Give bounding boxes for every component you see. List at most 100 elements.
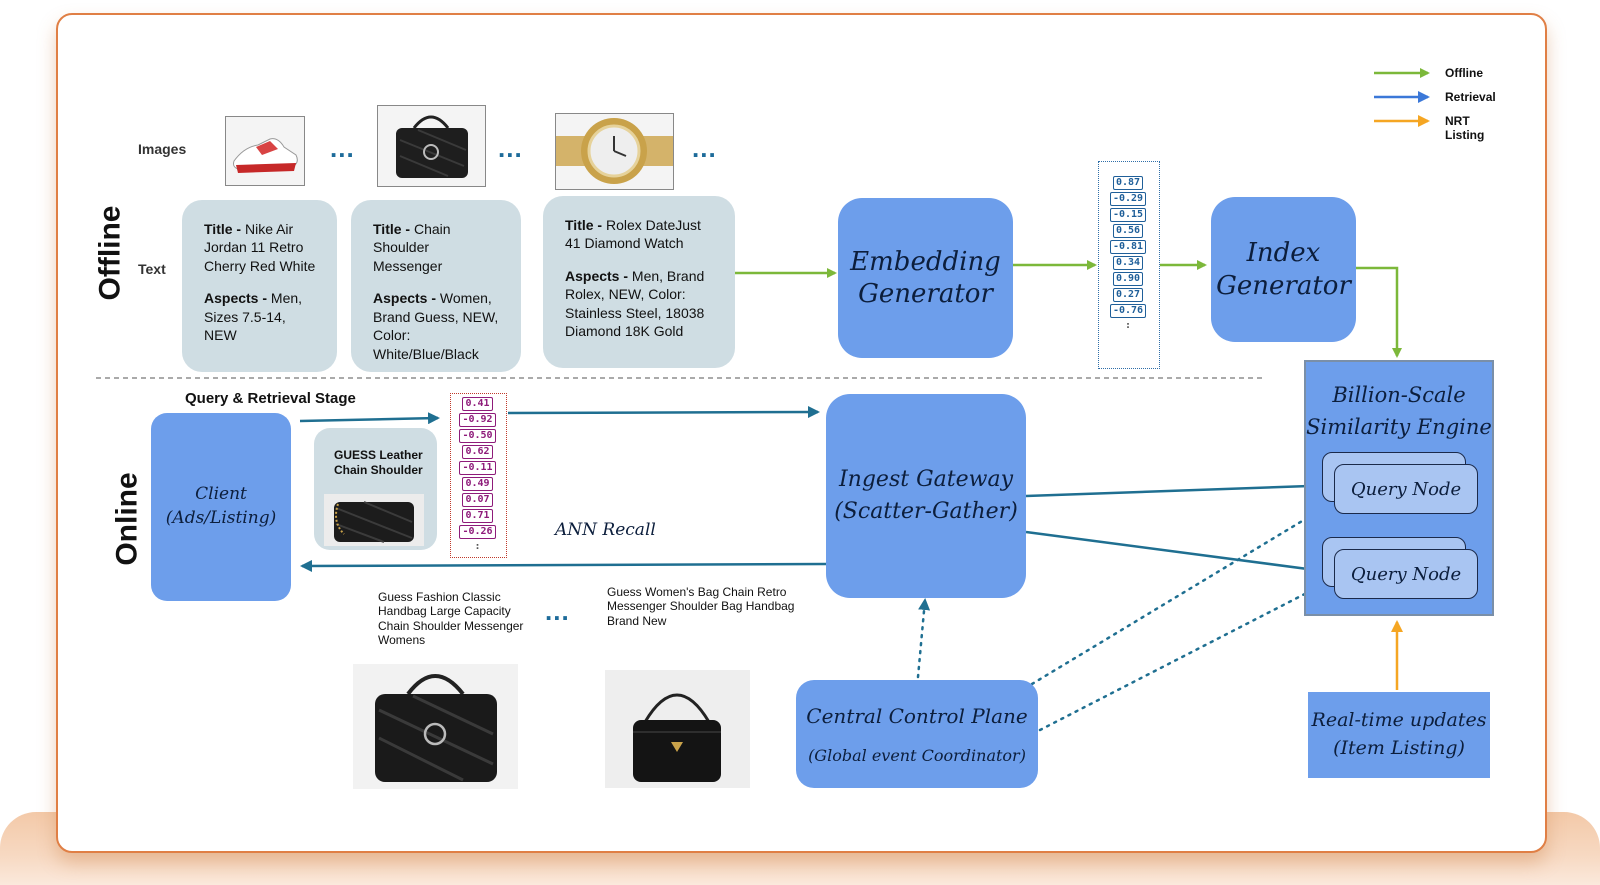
result-caption-1: Guess Fashion Classic Handbag Large Capa…: [378, 590, 524, 648]
aspects-key: Aspects -: [204, 290, 271, 307]
legend-nrt-listing: NRT Listing: [1445, 114, 1485, 142]
title-key: Title -: [565, 217, 606, 233]
row-label-text: Text: [138, 261, 166, 277]
result-bag-image-2: [605, 670, 750, 788]
title-line: Title - Nike Air Jordan 11 Retro Cherry …: [204, 220, 321, 275]
client-line2: (Ads/Listing): [165, 508, 277, 528]
central-control-plane-box: Central Control Plane (Global event Coor…: [796, 680, 1038, 788]
realtime-line1: Real-time updates: [1311, 709, 1487, 732]
query-node-2: Query Node: [1334, 549, 1478, 599]
index-generator-line2: Generator: [1216, 270, 1351, 301]
similarity-engine-line2: Similarity Engine: [1306, 414, 1492, 439]
online-vector-value: 0.07: [462, 493, 493, 507]
aspects-line: Aspects - Women, Brand Guess, NEW, Color…: [373, 289, 505, 363]
offline-vector-continuation: :: [1122, 320, 1134, 332]
stage-label-offline: Offline: [93, 205, 126, 301]
legend-offline: Offline: [1445, 66, 1483, 80]
offline-vector-value: -0.15: [1109, 208, 1147, 222]
embedding-generator-line1: Embedding: [850, 246, 1001, 277]
online-vector-value: -0.50: [459, 429, 496, 443]
query-stage-title: Query & Retrieval Stage: [185, 390, 356, 407]
ellipsis-3: ...: [692, 133, 717, 163]
ingest-gateway-line2: (Scatter-Gather): [834, 499, 1018, 524]
ann-recall-label: ANN Recall: [555, 520, 656, 540]
title-line: Title - Chain Shoulder Messenger: [373, 220, 463, 275]
client-line1: Client: [195, 484, 247, 505]
arrow-gateway-to-node1: [1025, 479, 1340, 498]
offline-vector-value: 0.56: [1112, 224, 1144, 238]
dotted-control-to-gateway: [916, 598, 931, 679]
product-text-card-1: Title - Nike Air Jordan 11 Retro Cherry …: [182, 200, 337, 372]
online-vector-value: -0.11: [459, 461, 496, 475]
control-plane-line1: Central Control Plane: [806, 703, 1028, 728]
aspects-line: Aspects - Men, Brand Rolex, NEW, Color: …: [565, 267, 719, 341]
arrow-gateway-to-node2: [1025, 530, 1340, 578]
product-title: Chain Shoulder Messenger: [373, 221, 451, 274]
online-vector-value: -0.26: [459, 525, 496, 539]
online-vector-continuation: :: [472, 541, 483, 553]
index-generator-line1: Index: [1246, 238, 1321, 268]
ingest-gateway-box: Ingest Gateway (Scatter-Gather): [826, 394, 1026, 598]
realtime-line2: (Item Listing): [1333, 737, 1465, 759]
online-vector-value: 0.49: [462, 477, 493, 491]
online-vector-value: 0.71: [462, 509, 493, 523]
query-item-text: GUESS Leather Chain Shoulder: [334, 448, 423, 477]
title-key: Title -: [204, 221, 245, 237]
query-node-1: Query Node: [1334, 464, 1478, 514]
result-bag-image-1: [353, 664, 518, 789]
aspects-key: Aspects -: [373, 290, 440, 307]
sneaker-image: [225, 116, 305, 186]
query-item-card: GUESS Leather Chain Shoulder: [314, 428, 437, 550]
online-vector-value: 0.41: [462, 397, 493, 411]
arrow-index-to-engine: [1354, 266, 1402, 358]
product-aspects: Men, Brand Rolex, NEW, Color: Stainless …: [565, 267, 705, 340]
embedding-generator-line2: Generator: [858, 279, 993, 309]
offline-vector-value: 0.27: [1112, 288, 1144, 302]
offline-vector-value: 0.34: [1112, 256, 1144, 270]
dotted-control-to-node2: [1038, 578, 1334, 732]
watch-image: [555, 113, 674, 190]
ellipsis-4: ...: [545, 596, 570, 626]
realtime-updates-box: Real-time updates (Item Listing): [1308, 692, 1490, 778]
offline-vector-value: -0.29: [1109, 192, 1147, 206]
online-query-vector: [450, 393, 507, 558]
embedding-generator-box: Embedding Generator: [838, 198, 1013, 358]
dotted-control-to-node1: [1030, 501, 1334, 686]
online-vector-value: 0.62: [462, 445, 493, 459]
offline-vector-value: 0.87: [1112, 176, 1144, 190]
aspects-line: Aspects - Men, Sizes 7.5-14, NEW: [204, 289, 321, 344]
ingest-gateway-line1: Ingest Gateway: [838, 467, 1013, 493]
stage-label-online: Online: [110, 472, 144, 566]
similarity-engine-line1: Billion-Scale: [1332, 383, 1466, 407]
query-bag-image: [324, 494, 424, 546]
title-key: Title -: [373, 221, 414, 237]
arrow-gateway-to-client: [300, 559, 827, 572]
product-aspects: Men, Sizes 7.5-14, NEW: [204, 290, 303, 344]
product-text-card-2: Title - Chain Shoulder Messenger Aspects…: [351, 200, 521, 372]
ellipsis-1: ...: [330, 133, 355, 163]
product-text-card-3: Title - Rolex DateJust 41 Diamond Watch …: [543, 196, 735, 368]
legend-retrieval: Retrieval: [1445, 90, 1496, 104]
arrow-vector-to-gateway: [507, 406, 820, 419]
product-aspects: Women, Brand Guess, NEW, Color: White/Bl…: [373, 290, 499, 362]
similarity-engine-title: Billion-Scale Similarity Engine: [1306, 380, 1492, 443]
offline-vector-value: -0.76: [1109, 304, 1147, 318]
aspects-key: Aspects -: [565, 267, 632, 284]
arrow-client-to-vector: [299, 412, 440, 425]
offline-vector-value: -0.81: [1109, 240, 1147, 254]
client-box: Client (Ads/Listing): [151, 413, 291, 601]
offline-embedding-vector: [1098, 161, 1160, 369]
control-plane-line2: (Global event Coordinator): [808, 745, 1026, 765]
title-line: Title - Rolex DateJust 41 Diamond Watch: [565, 216, 719, 253]
offline-vector-values: 0.87 -0.29 -0.15 0.56 -0.81 0.34 0.90 0.27 -0.76…: [1098, 175, 1158, 333]
result-caption-2: Guess Women's Bag Chain Retro Messenger …: [607, 585, 795, 628]
product-title: Nike Air Jordan 11 Retro Cherry Red Whit…: [204, 221, 316, 274]
row-label-images: Images: [138, 141, 187, 157]
offline-vector-value: 0.90: [1112, 272, 1144, 286]
ellipsis-2: ...: [498, 133, 523, 163]
handbag-image: [377, 105, 486, 187]
product-title: Rolex DateJust 41 Diamond Watch: [565, 217, 701, 252]
index-generator-box: Index Generator: [1211, 197, 1356, 342]
